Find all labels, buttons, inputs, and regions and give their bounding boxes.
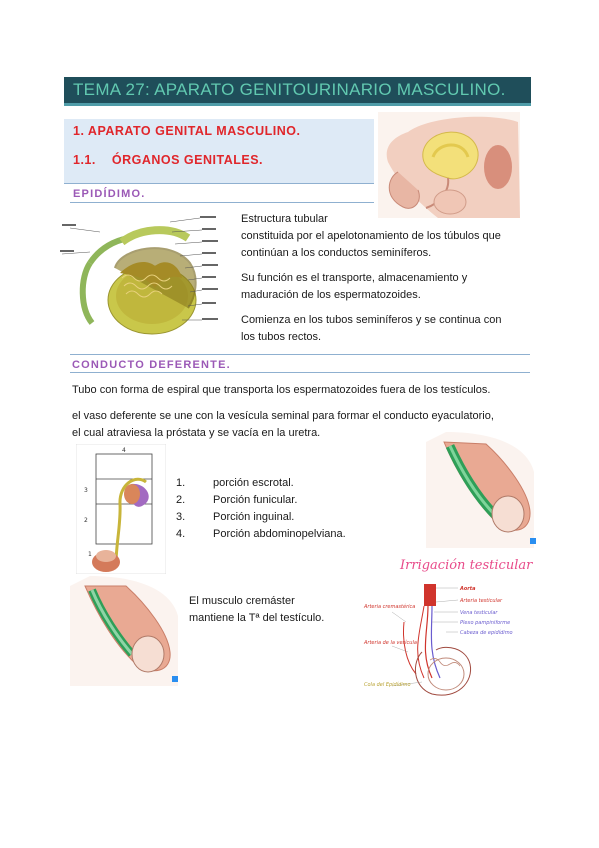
deferente-diagram: 4 3 2 1 bbox=[76, 444, 166, 574]
epididimo-illustration bbox=[60, 216, 218, 335]
list-item-text: porción escrotal. bbox=[213, 477, 294, 489]
label-arteria-testicular: Arteria testicular bbox=[459, 598, 503, 604]
conducto-heading: CONDUCTO DEFERENTE. bbox=[72, 359, 231, 371]
conducto-p2-line2: el cual atraviesa la próstata y se vacía… bbox=[72, 427, 321, 439]
epididimo-p2-line2: maduración de los espermatozoides. bbox=[241, 289, 421, 301]
subsection-number: 1.1. bbox=[73, 153, 96, 167]
subsection-heading: 1.1. ÓRGANOS GENITALES. bbox=[73, 153, 263, 167]
list-item-text: Porción abdominopelviana. bbox=[213, 528, 346, 540]
svg-text:4: 4 bbox=[122, 447, 126, 454]
epididimo-p2-line1: Su función es el transporte, almacenamie… bbox=[241, 272, 468, 284]
conducto-p2-line1: el vaso deferente se une con la vesícula… bbox=[72, 410, 494, 422]
label-aorta: Aorta bbox=[459, 586, 476, 592]
conducto-p1: Tubo con forma de espiral que transporta… bbox=[72, 384, 491, 396]
cremaster-line1: El musculo cremáster bbox=[189, 595, 295, 607]
epididimo-heading: EPIDÍDIMO. bbox=[73, 188, 146, 200]
epididimo-p1-line3: continúan a los conductos seminíferos. bbox=[241, 247, 432, 259]
section-heading: 1. APARATO GENITAL MASCULINO. bbox=[73, 124, 301, 138]
list-item-number: 1. bbox=[176, 477, 186, 489]
label-arteria-cremasterica: Arteria cremastérica bbox=[363, 603, 415, 610]
scrotum-illustration-right bbox=[426, 432, 536, 548]
cremaster-line2: mantiene la Tª del testículo. bbox=[189, 612, 325, 624]
pelvis-illustration bbox=[378, 112, 520, 218]
list-item-text: Porción inguinal. bbox=[213, 511, 295, 523]
section-heading-box bbox=[64, 119, 374, 184]
list-item-number: 3. bbox=[176, 511, 186, 523]
scrotum-illustration-left bbox=[70, 576, 178, 686]
conducto-topline bbox=[70, 354, 530, 355]
irrigacion-caption: Irrigación testicular bbox=[400, 558, 533, 573]
svg-text:1: 1 bbox=[88, 551, 92, 558]
list-item-number: 4. bbox=[176, 528, 186, 540]
label-plexo: Plexo pampiniforme bbox=[460, 620, 510, 626]
label-cabeza-epididimo: Cabeza de epidídimo bbox=[460, 629, 513, 636]
subsection-title: ÓRGANOS GENITALES. bbox=[111, 153, 263, 167]
epididimo-p1-line1: Estructura tubular bbox=[241, 213, 328, 225]
epididimo-underline bbox=[70, 202, 374, 203]
page-title: TEMA 27: APARATO GENITOURINARIO MASCULIN… bbox=[73, 80, 506, 99]
epididimo-p1-line2: constituida por el apelotonamiento de lo… bbox=[241, 230, 501, 242]
irrigacion-illustration: Aorta Arteria testicular Vena testicular… bbox=[362, 582, 536, 700]
label-arteria-vesicula: Arteria de la vesícula bbox=[363, 639, 417, 646]
list-item-number: 2. bbox=[176, 494, 186, 506]
epididimo-p3-line1: Comienza en los tubos seminíferos y se c… bbox=[241, 314, 502, 326]
title-bar: TEMA 27: APARATO GENITOURINARIO MASCULIN… bbox=[64, 77, 531, 106]
conducto-underline bbox=[70, 372, 530, 373]
list-item-text: Porción funicular. bbox=[213, 494, 298, 506]
label-cola-epididimo: Cola del Epidídimo bbox=[364, 681, 411, 688]
svg-text:2: 2 bbox=[84, 517, 88, 524]
label-vena-testicular: Vena testicular bbox=[460, 610, 498, 616]
epididimo-p3-line2: los tubos rectos. bbox=[241, 331, 322, 343]
svg-text:3: 3 bbox=[84, 487, 88, 494]
